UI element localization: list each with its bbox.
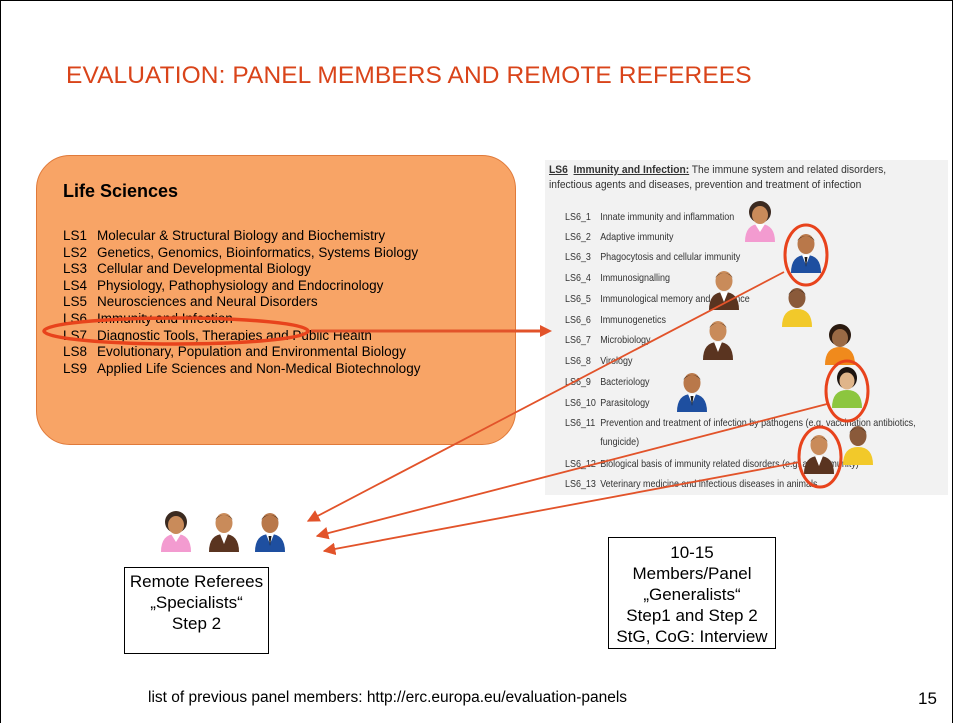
footer-link-text: list of previous panel members: http://e… [148,689,628,706]
female-person-icon [745,201,775,242]
referee-arrow [315,403,828,540]
panel-heading: LS6 Immunity and Infection: The immune s… [549,164,887,191]
panel-members-box: 10-15 Members/Panel „Generalists“ Step1 … [608,537,776,649]
highlight-ring [824,359,870,423]
highlight-ring [797,425,843,489]
male-person-icon [255,513,285,552]
male-person-icon [703,321,733,360]
referee-arrow [322,461,801,556]
male-person-icon [209,513,239,552]
page-number: 15 [918,689,937,708]
female-person-icon [832,367,862,408]
female-person-icon [161,511,191,552]
highlight-ring [783,223,829,287]
male-person-icon [782,288,812,327]
life-sciences-box [36,155,516,445]
referee-arrow [306,271,785,522]
subpanel-row: fungicide) [600,437,640,448]
male-person-icon [843,426,873,465]
panel-description-image: LS6 Immunity and Infection: The immune s… [545,160,948,495]
female-person-icon [825,324,855,365]
male-person-icon [791,234,821,273]
ls6-highlight-ring [42,316,310,346]
male-person-icon [677,373,707,412]
slide-title: EVALUATION: PANEL MEMBERS AND REMOTE REF… [66,62,752,89]
male-person-icon [804,435,834,474]
ls6-pointer-arrowhead [540,325,552,337]
life-sciences-heading: Life Sciences [63,181,179,201]
remote-referees-box: Remote Referees „Specialists“ Step 2 [124,567,269,654]
